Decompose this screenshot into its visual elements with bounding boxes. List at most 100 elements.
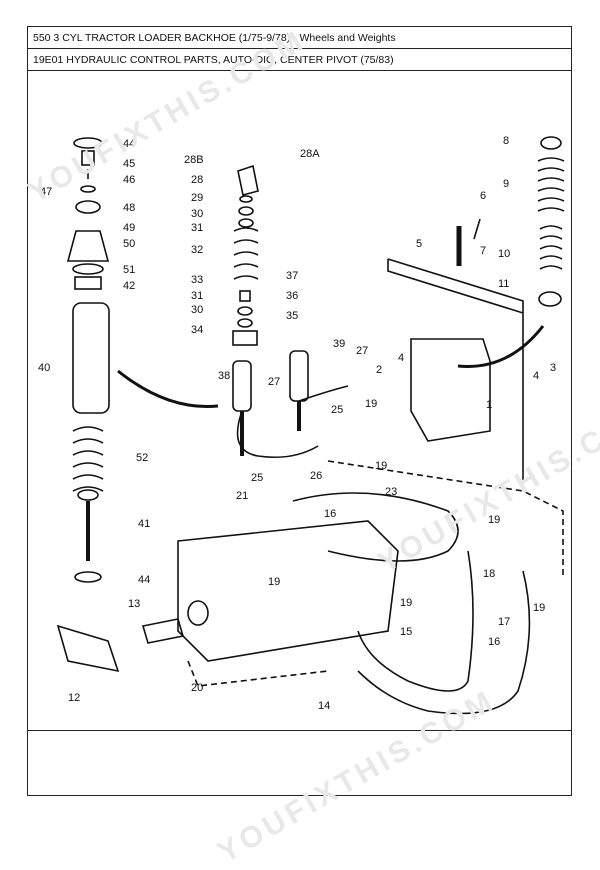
callout-label: 39 bbox=[333, 338, 345, 350]
callout-label: 49 bbox=[123, 222, 135, 234]
callout-label: 4 bbox=[533, 370, 539, 382]
callout-label: 14 bbox=[318, 700, 330, 712]
cap-part bbox=[232, 330, 258, 346]
callout-label: 1 bbox=[486, 399, 492, 411]
callout-label: 3 bbox=[550, 362, 556, 374]
fitting-part-12 bbox=[56, 624, 120, 673]
hose-part-16c bbox=[357, 570, 531, 715]
page-title: 550 3 CYL TRACTOR LOADER BACKHOE (1/75-9… bbox=[28, 27, 571, 49]
callout-label: 20 bbox=[191, 682, 203, 694]
callout-label: 46 bbox=[123, 174, 135, 186]
spring-part-right-2 bbox=[539, 225, 563, 270]
seal-part bbox=[238, 218, 254, 228]
callout-label: 21 bbox=[236, 490, 248, 502]
tube-part bbox=[298, 385, 349, 402]
callout-label: 31 bbox=[191, 290, 203, 302]
pin-part-2 bbox=[239, 290, 251, 302]
callout-label: 17 bbox=[498, 616, 510, 628]
washer-part-2 bbox=[238, 206, 254, 216]
callout-label: 28A bbox=[300, 148, 320, 160]
washer-part bbox=[80, 185, 96, 193]
nut-part bbox=[239, 195, 253, 203]
callout-label: 8 bbox=[503, 135, 509, 147]
page-frame: 550 3 CYL TRACTOR LOADER BACKHOE (1/75-9… bbox=[27, 26, 572, 796]
callout-label: 27 bbox=[268, 376, 280, 388]
callout-label: 32 bbox=[191, 244, 203, 256]
callout-label: 11 bbox=[498, 278, 509, 290]
callout-label: 16 bbox=[324, 508, 336, 520]
callout-label: 33 bbox=[191, 274, 203, 286]
callout-label: 27 bbox=[356, 345, 368, 357]
fitting-part-13 bbox=[141, 618, 185, 644]
callout-label: 41 bbox=[138, 518, 150, 530]
callout-label: 45 bbox=[123, 158, 135, 170]
arrow-right bbox=[457, 325, 545, 368]
callout-label: 19 bbox=[533, 602, 545, 614]
callout-label: 36 bbox=[286, 290, 298, 302]
callout-label: 19 bbox=[488, 514, 500, 526]
page-footer bbox=[28, 730, 571, 796]
callout-label: 48 bbox=[123, 202, 135, 214]
seat-part-right bbox=[538, 291, 562, 307]
plunger-head-part bbox=[66, 230, 110, 262]
sleeve-part bbox=[81, 150, 95, 166]
callout-label: 25 bbox=[331, 404, 343, 416]
callout-label: 28B bbox=[184, 154, 204, 166]
callout-label: 44 bbox=[123, 138, 135, 150]
callout-label: 35 bbox=[286, 310, 298, 322]
callout-label: 19 bbox=[365, 398, 377, 410]
callout-label: 10 bbox=[498, 248, 510, 260]
washer-part-3 bbox=[237, 306, 253, 316]
callout-label: 2 bbox=[376, 364, 382, 376]
callout-label: 15 bbox=[400, 626, 412, 638]
callout-label: 37 bbox=[286, 270, 298, 282]
pin-part-right bbox=[473, 218, 481, 240]
callout-label: 19 bbox=[375, 460, 387, 472]
callout-label: 6 bbox=[480, 190, 486, 202]
callout-label: 26 bbox=[310, 470, 322, 482]
callout-label: 7 bbox=[480, 245, 486, 257]
valve-body-part bbox=[177, 520, 399, 662]
hose-part-16b bbox=[357, 550, 474, 692]
callout-label: 51 bbox=[123, 264, 135, 276]
bracket-part bbox=[237, 164, 259, 196]
callout-label: 38 bbox=[218, 370, 230, 382]
callout-label: 4 bbox=[398, 352, 404, 364]
hose-part bbox=[236, 410, 319, 459]
callout-label: 40 bbox=[38, 362, 50, 374]
page-subtitle: 19E01 HYDRAULIC CONTROL PARTS, AUTO-DIG,… bbox=[28, 49, 571, 71]
callout-label: 47 bbox=[40, 186, 52, 198]
cylinder-body-part bbox=[72, 302, 110, 414]
mounting-bracket-part bbox=[387, 258, 524, 481]
snap-ring-part bbox=[73, 137, 103, 149]
callout-label: 28 bbox=[191, 174, 203, 186]
control-valve-part bbox=[410, 338, 491, 442]
port-part bbox=[187, 600, 209, 626]
callout-label: 13 bbox=[128, 598, 140, 610]
callout-label: 44 bbox=[138, 574, 150, 586]
washer-part-4 bbox=[237, 318, 253, 328]
callout-label: 5 bbox=[416, 238, 422, 250]
valve-cylinder-part-2 bbox=[289, 350, 309, 402]
valve-cylinder-part bbox=[232, 360, 252, 412]
callout-label: 19 bbox=[400, 597, 412, 609]
hose-part-16 bbox=[292, 492, 459, 562]
callout-label: 29 bbox=[191, 192, 203, 204]
callout-label: 52 bbox=[136, 452, 148, 464]
spring-part bbox=[72, 426, 104, 492]
callout-label: 12 bbox=[68, 692, 80, 704]
callout-label: 25 bbox=[251, 472, 263, 484]
oring-part bbox=[72, 263, 104, 275]
callout-label: 30 bbox=[191, 208, 203, 220]
spool-head-part bbox=[77, 489, 99, 501]
callout-label: 50 bbox=[123, 238, 135, 250]
callout-label: 23 bbox=[385, 486, 397, 498]
cap-part-right bbox=[540, 136, 562, 150]
spring-part-right bbox=[537, 157, 565, 212]
callout-label: 31 bbox=[191, 222, 203, 234]
callout-label: 9 bbox=[503, 178, 509, 190]
snap-ring-part-bottom bbox=[74, 571, 102, 583]
callout-label: 42 bbox=[123, 280, 135, 292]
